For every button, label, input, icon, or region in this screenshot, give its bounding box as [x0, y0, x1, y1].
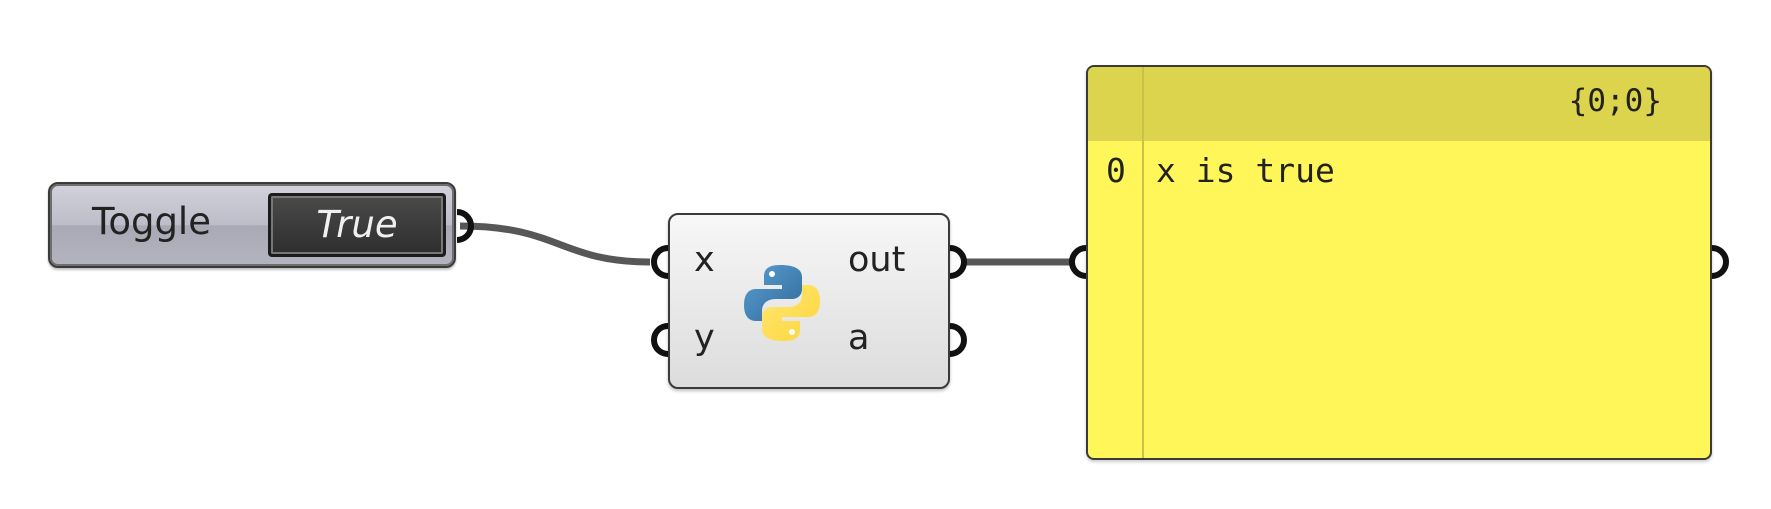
wire-toggle-to-x[interactable] [459, 222, 651, 266]
input-label-x: x [694, 240, 715, 280]
panel-input-grip[interactable] [1069, 245, 1087, 279]
boolean-toggle[interactable]: Toggle True [48, 182, 456, 268]
panel-output-grip[interactable] [1711, 245, 1729, 279]
python-script-component[interactable]: x y out a [668, 213, 950, 389]
toggle-label: Toggle [92, 200, 211, 243]
panel-data-path: {0;0} [1568, 83, 1662, 119]
input-grip-y[interactable] [651, 323, 669, 357]
python-logo-icon [744, 265, 820, 341]
text-panel[interactable]: {0;0} 0 x is true [1086, 65, 1712, 460]
panel-index-divider [1142, 67, 1144, 458]
toggle-value-button[interactable]: True [268, 193, 446, 257]
panel-row-index: 0 [1106, 151, 1126, 190]
toggle-output-grip[interactable] [456, 209, 474, 243]
output-grip-a[interactable] [949, 323, 967, 357]
panel-header: {0;0} [1088, 67, 1710, 141]
output-label-out: out [848, 240, 906, 280]
output-grip-out[interactable] [949, 245, 967, 279]
input-label-y: y [694, 318, 715, 358]
input-grip-x[interactable] [651, 245, 669, 279]
output-label-a: a [848, 318, 870, 358]
panel-row-text: x is true [1156, 151, 1335, 190]
